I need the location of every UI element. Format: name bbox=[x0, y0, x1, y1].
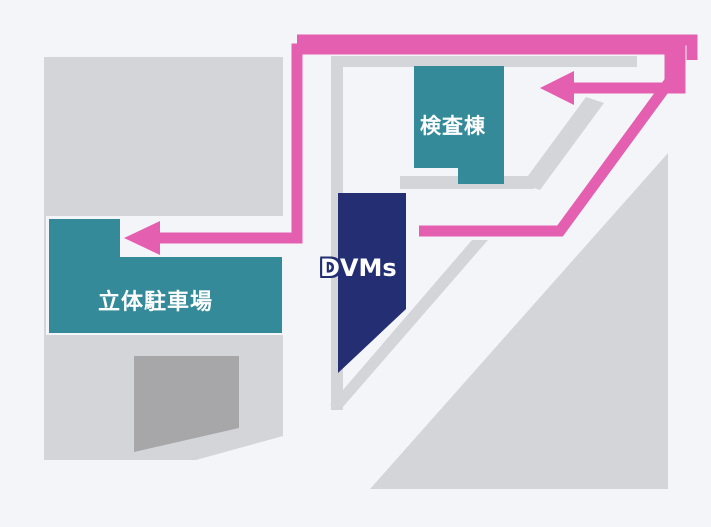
dvms-building-label: DVMs bbox=[320, 254, 397, 282]
inspection-building bbox=[414, 66, 504, 184]
arrow-left-icon bbox=[124, 221, 160, 255]
route-to-parking bbox=[150, 43, 676, 244]
parking-building-label: 立体駐車場 bbox=[98, 290, 214, 315]
route-outer-top bbox=[297, 34, 698, 60]
route-to-inspection bbox=[566, 40, 686, 94]
large-lot bbox=[370, 153, 668, 489]
lower-diagonal-road bbox=[330, 240, 488, 408]
arrow-left-icon bbox=[540, 71, 574, 105]
inspection-building-label: 検査棟 bbox=[420, 114, 486, 138]
diagonal-road bbox=[522, 97, 604, 190]
parking-building bbox=[49, 219, 282, 333]
dark-ground-block bbox=[134, 356, 239, 452]
dvms-building bbox=[338, 193, 406, 373]
